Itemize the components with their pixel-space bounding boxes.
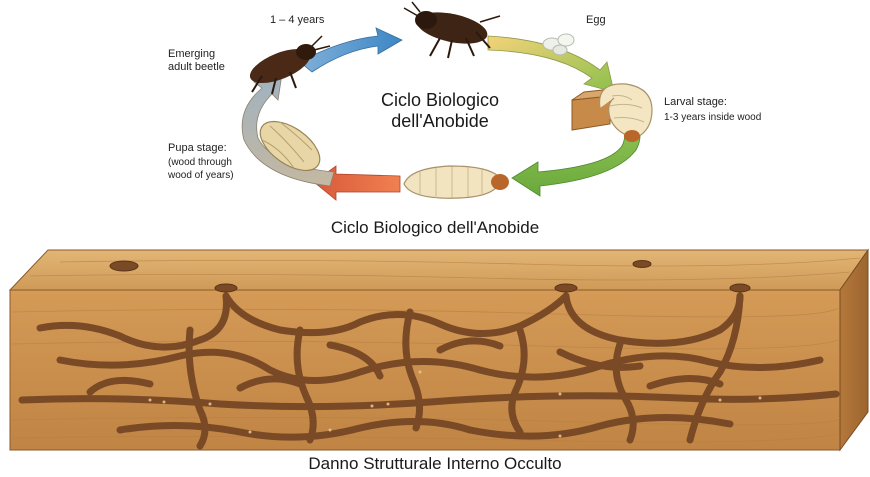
larva-in-wood-icon — [572, 84, 652, 142]
label-egg: Egg — [586, 14, 606, 27]
cycle-center-title: Ciclo Biologico dell'Anobide — [365, 90, 515, 132]
life-cycle-caption: Ciclo Biologico dell'Anobide — [0, 218, 870, 238]
larva-icon — [404, 166, 509, 198]
wood-beam — [10, 250, 868, 450]
label-pupa-detail-1: (wood through — [168, 157, 232, 169]
adult-beetle-icon — [404, 2, 500, 58]
label-pupa-title: Pupa stage: — [168, 142, 227, 155]
label-emerging-2: adult beetle — [168, 61, 225, 74]
label-emerging-1: Emerging — [168, 48, 215, 61]
label-adult-duration: 1 – 4 years — [270, 14, 324, 27]
label-larval-title: Larval stage: — [664, 96, 727, 109]
label-pupa-detail-2: wood of years) — [168, 170, 234, 182]
wood-damage-caption: Danno Strutturale Interno Occulto — [0, 454, 870, 474]
label-larval-detail: 1-3 years inside wood — [664, 112, 761, 124]
